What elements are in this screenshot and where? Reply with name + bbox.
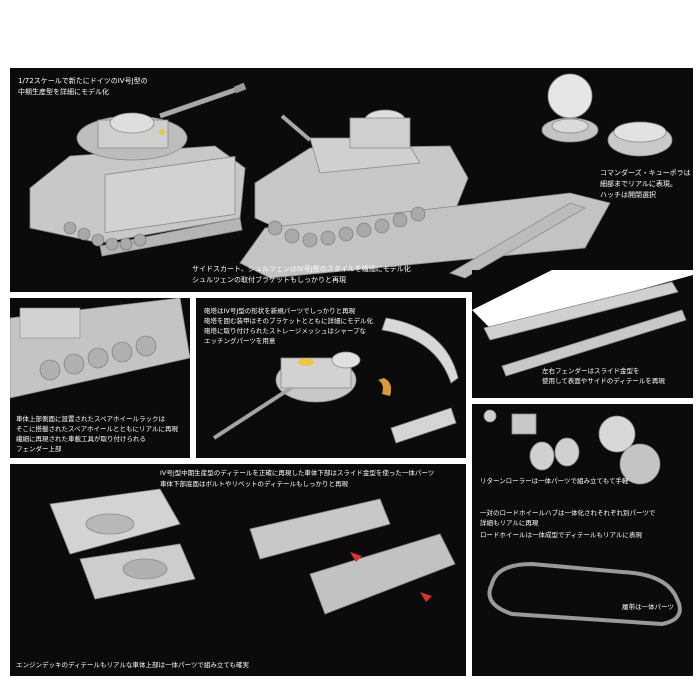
intro-caption: 1/72スケールで新たにドイツのIV号J型の中期生産型を詳細にモデル化 <box>18 77 148 96</box>
hull-caption: IV号J型中期生産型のディテールを正確に再現した車体下部はスライド金型を使った一… <box>160 469 435 488</box>
track-caption: 履帯は一体パーツ <box>622 603 674 611</box>
red-arrows <box>350 552 432 602</box>
fender-illustration <box>472 270 693 377</box>
tank-left-illustration <box>29 82 247 257</box>
tank-right-wheels <box>267 206 426 248</box>
turret-panel: 砲塔はIV号J型の形状を新規パーツでしっかりと再現砲塔を囲む装甲はそのブラケット… <box>196 298 466 458</box>
track-illustration <box>487 561 682 627</box>
spare-wheel-illustration <box>10 298 190 399</box>
tank-left-wheels <box>63 221 147 251</box>
commander-caption: コマンダーズ・キューポラは細部までリアルに表現。ハッチは開閉選択 <box>600 169 691 199</box>
skirts-caption: サイドスカート、シュルツェンはIV号J型のスタイルを繊細にモデル化シュルツェンの… <box>192 265 411 284</box>
engine-caption: エンジンデッキのディテールもリアルな車体上部は一体パーツで組み立ても確実 <box>16 661 250 669</box>
wheels-panel: リターンローラーは一体パーツで組み立てもて手軽 一対のロードホイールハブは一体化… <box>472 404 693 676</box>
spare-wheel-panel: 車体上部側面に設置されたスペアホイールラックはそこに搭載されたスペアホイールとと… <box>10 298 190 458</box>
fender-caption: 左右フェンダーはスライド金型を使用して表面やサイドのディテールを再現 <box>542 367 665 385</box>
commander-cupola-parts <box>541 73 673 157</box>
road-wheel-caption: ロードホイールは一体成型でディテールもリアルに表現 <box>480 531 642 539</box>
return-roller-caption: リターンローラーは一体パーツで組み立てもて手軽 <box>480 477 629 485</box>
hull-illustration <box>49 488 456 615</box>
turret-illustration <box>212 317 459 444</box>
hull-panel: IV号J型中期生産型のディテールを正確に再現した車体下部はスライド金型を使った一… <box>10 464 466 676</box>
fender-panel: 左右フェンダーはスライド金型を使用して表面やサイドのディテールを再現 <box>472 270 693 398</box>
road-wheel-hub-caption: 一対のロードホイールハブは一体化されそれぞれ別パーツで詳細もリアルに再現 <box>480 509 656 527</box>
hero-illustration <box>29 73 673 279</box>
wheels-illustration <box>483 409 682 627</box>
turret-caption: 砲塔はIV号J型の形状を新規パーツでしっかりと再現砲塔を囲む装甲はそのブラケット… <box>204 307 373 345</box>
hero-panel: 1/72スケールで新たにドイツのIV号J型の中期生産型を詳細にモデル化 コマンダ… <box>10 68 693 292</box>
spare-wheel-caption: 車体上部側面に設置されたスペアホイールラックはそこに搭載されたスペアホイールとと… <box>16 415 178 453</box>
